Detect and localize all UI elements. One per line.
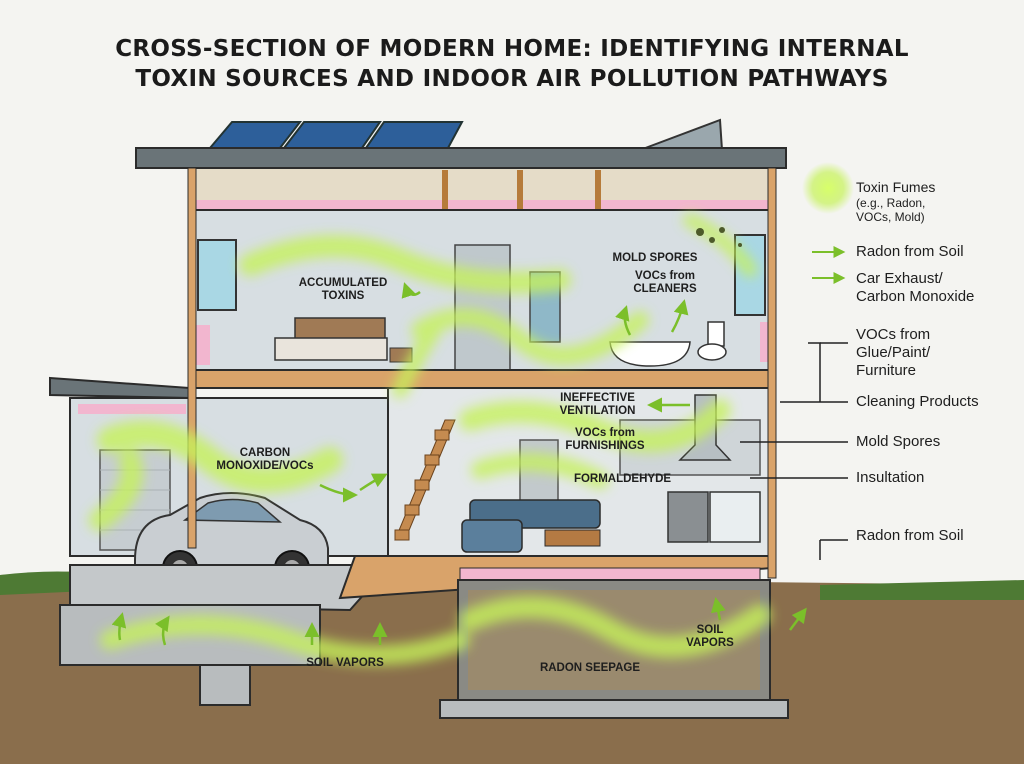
legend-toxin-fumes: Toxin Fumes (e.g., Radon, VOCs, Mold) (856, 178, 935, 224)
label-vocs-furnishings: VOCs from FURNISHINGS (565, 427, 645, 452)
sofa (461, 499, 601, 553)
label-formaldehyde: FORMALDEHYDE (573, 473, 672, 485)
legend-radon-from-soil-arrow: Radon from Soil (856, 243, 964, 260)
label-ineffective-ventilation: INEFFECTIVE VENTILATION (559, 392, 636, 417)
label-accumulated-toxins: ACCUMULATED TOXINS (298, 277, 388, 302)
label-mold-spores: MOLD SPORES (612, 252, 698, 264)
label-carbon-monoxide: CARBON MONOXIDE/VOCs (216, 447, 314, 472)
legend-insulation: Insultation (856, 469, 925, 486)
legend-cleaning-products: Cleaning Products (856, 393, 979, 410)
label-soil-vapors-right: SOIL VAPORS (686, 624, 734, 649)
title-line-2: TOXIN SOURCES AND INDOOR AIR POLLUTION P… (135, 66, 889, 92)
staircase (394, 419, 456, 541)
roof (135, 147, 787, 169)
legend-leader-lines (740, 342, 848, 560)
legend-vocs-glue: VOCs from Glue/Paint/ Furniture (856, 326, 931, 379)
page-title: CROSS-SECTION OF MODERN HOME: IDENTIFYIN… (0, 34, 1024, 94)
attic-insulation (195, 200, 769, 210)
title-line-1: CROSS-SECTION OF MODERN HOME: IDENTIFYIN… (115, 36, 909, 62)
floor-joists (191, 369, 773, 389)
legend-toxin-fumes-sub: (e.g., Radon, VOCs, Mold) (856, 196, 926, 224)
legend-radon-from-soil: Radon from Soil (856, 527, 964, 544)
legend-mold-spores: Mold Spores (856, 433, 941, 450)
toxin-fumes (89, 213, 771, 665)
solar-panels (207, 121, 464, 149)
legend-toxin-fumes-title: Toxin Fumes (856, 179, 936, 195)
pollution-arrows (111, 282, 807, 646)
legend-car-exhaust: Car Exhaust/ Carbon Monoxide (856, 270, 975, 305)
label-radon-seepage: RADON SEEPAGE (539, 662, 641, 674)
legend-toxin-fumes-swatch (802, 162, 854, 214)
label-soil-vapors-left: SOIL VAPORS (306, 657, 384, 669)
mold-spots (696, 227, 742, 247)
label-vocs-cleaners: VOCs from CLEANERS (633, 270, 697, 295)
bathroom-fixtures (609, 321, 727, 367)
